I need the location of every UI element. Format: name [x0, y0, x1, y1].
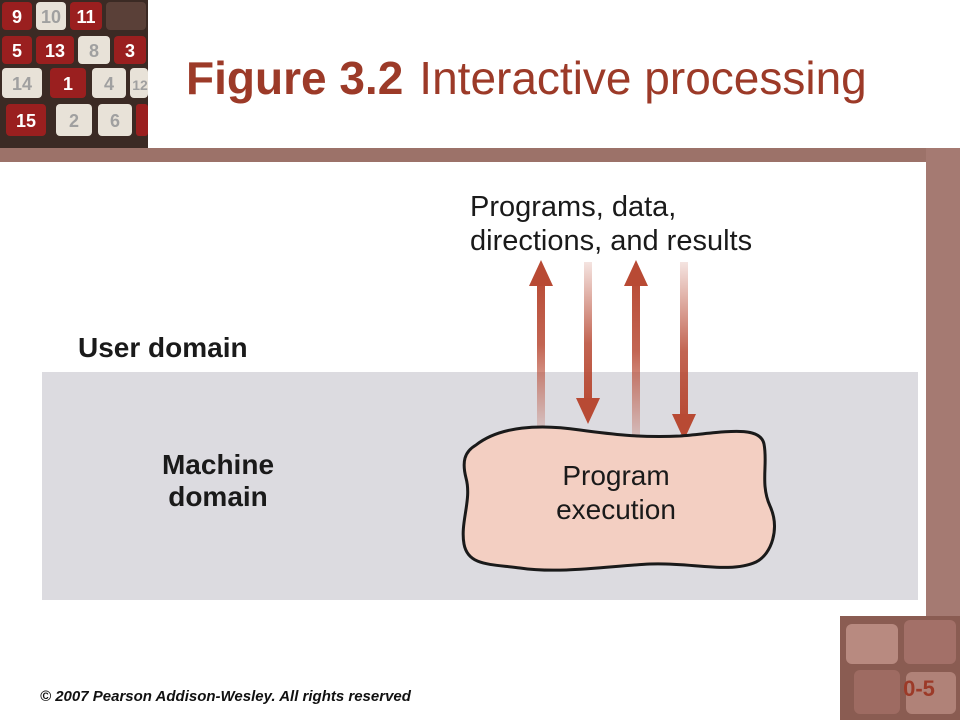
puzzle-tile-number: 10	[41, 7, 61, 27]
copyright-notice: © 2007 Pearson Addison-Wesley. All right…	[40, 688, 411, 705]
up-arrow-head	[624, 260, 648, 286]
io-label: Programs, data,	[470, 191, 676, 223]
slide-number: 0-5	[903, 676, 935, 701]
puzzle-tile-number: 3	[125, 41, 135, 61]
keypad-corner-image	[840, 616, 960, 720]
frame-band	[0, 148, 960, 162]
puzzle-tile	[98, 104, 132, 136]
up-arrow-head	[529, 260, 553, 286]
user-domain-label: User domain	[78, 332, 248, 363]
down-arrow-head	[672, 414, 696, 440]
down-arrow-shaft	[584, 262, 592, 410]
io-arrows	[529, 260, 696, 446]
puzzle-tile-number: 2	[69, 111, 79, 131]
slide-title: Figure 3.2 Interactive processing	[186, 46, 867, 110]
machine-domain-label: domain	[168, 481, 268, 512]
puzzle-tile	[78, 36, 110, 64]
puzzle-tile-number: 8	[89, 41, 99, 61]
puzzle-tile	[36, 36, 74, 64]
puzzle-tile-number: 11	[76, 7, 95, 27]
puzzle-tile	[6, 104, 46, 136]
interactive-processing-diagram: User domain Machine domain Programs, dat…	[0, 162, 926, 616]
puzzle-tile	[130, 68, 148, 98]
puzzle-tile-number: 6	[110, 111, 120, 131]
down-arrow-head	[576, 398, 600, 424]
number-puzzle-logo: 9 10 11 5 13 8 3 14 1 4 12 15	[0, 0, 148, 148]
puzzle-tile	[56, 104, 92, 136]
program-execution-label: execution	[556, 494, 676, 525]
puzzle-tile-number: 13	[45, 41, 65, 61]
figure-number: Figure 3.2	[186, 52, 404, 104]
puzzle-tile	[70, 2, 102, 30]
puzzle-tile	[2, 36, 32, 64]
puzzle-tile-number: 15	[16, 111, 36, 131]
puzzle-tile-number: 5	[12, 41, 22, 61]
puzzle-tile	[2, 2, 32, 30]
puzzle-tile-number: 14	[12, 74, 32, 94]
frame-right-column	[926, 148, 960, 616]
puzzle-tile	[92, 68, 126, 98]
program-execution-label: Program	[562, 460, 669, 491]
puzzle-tile-number: 12	[132, 77, 148, 93]
puzzle-tile-number: 4	[104, 74, 114, 94]
puzzle-tile	[2, 68, 42, 98]
puzzle-tile	[114, 36, 146, 64]
io-label: directions, and results	[470, 225, 752, 257]
up-arrow-shaft	[632, 274, 640, 446]
down-arrow-shaft	[680, 262, 688, 424]
puzzle-tile-number: 1	[63, 74, 73, 94]
up-arrow-shaft	[537, 274, 545, 432]
puzzle-tile-number: 9	[12, 7, 22, 27]
program-execution-blob	[461, 425, 776, 572]
figure-title-text: Interactive processing	[419, 52, 867, 104]
puzzle-tile	[36, 2, 66, 30]
machine-domain-label: Machine	[162, 449, 274, 480]
puzzle-tile	[50, 68, 86, 98]
